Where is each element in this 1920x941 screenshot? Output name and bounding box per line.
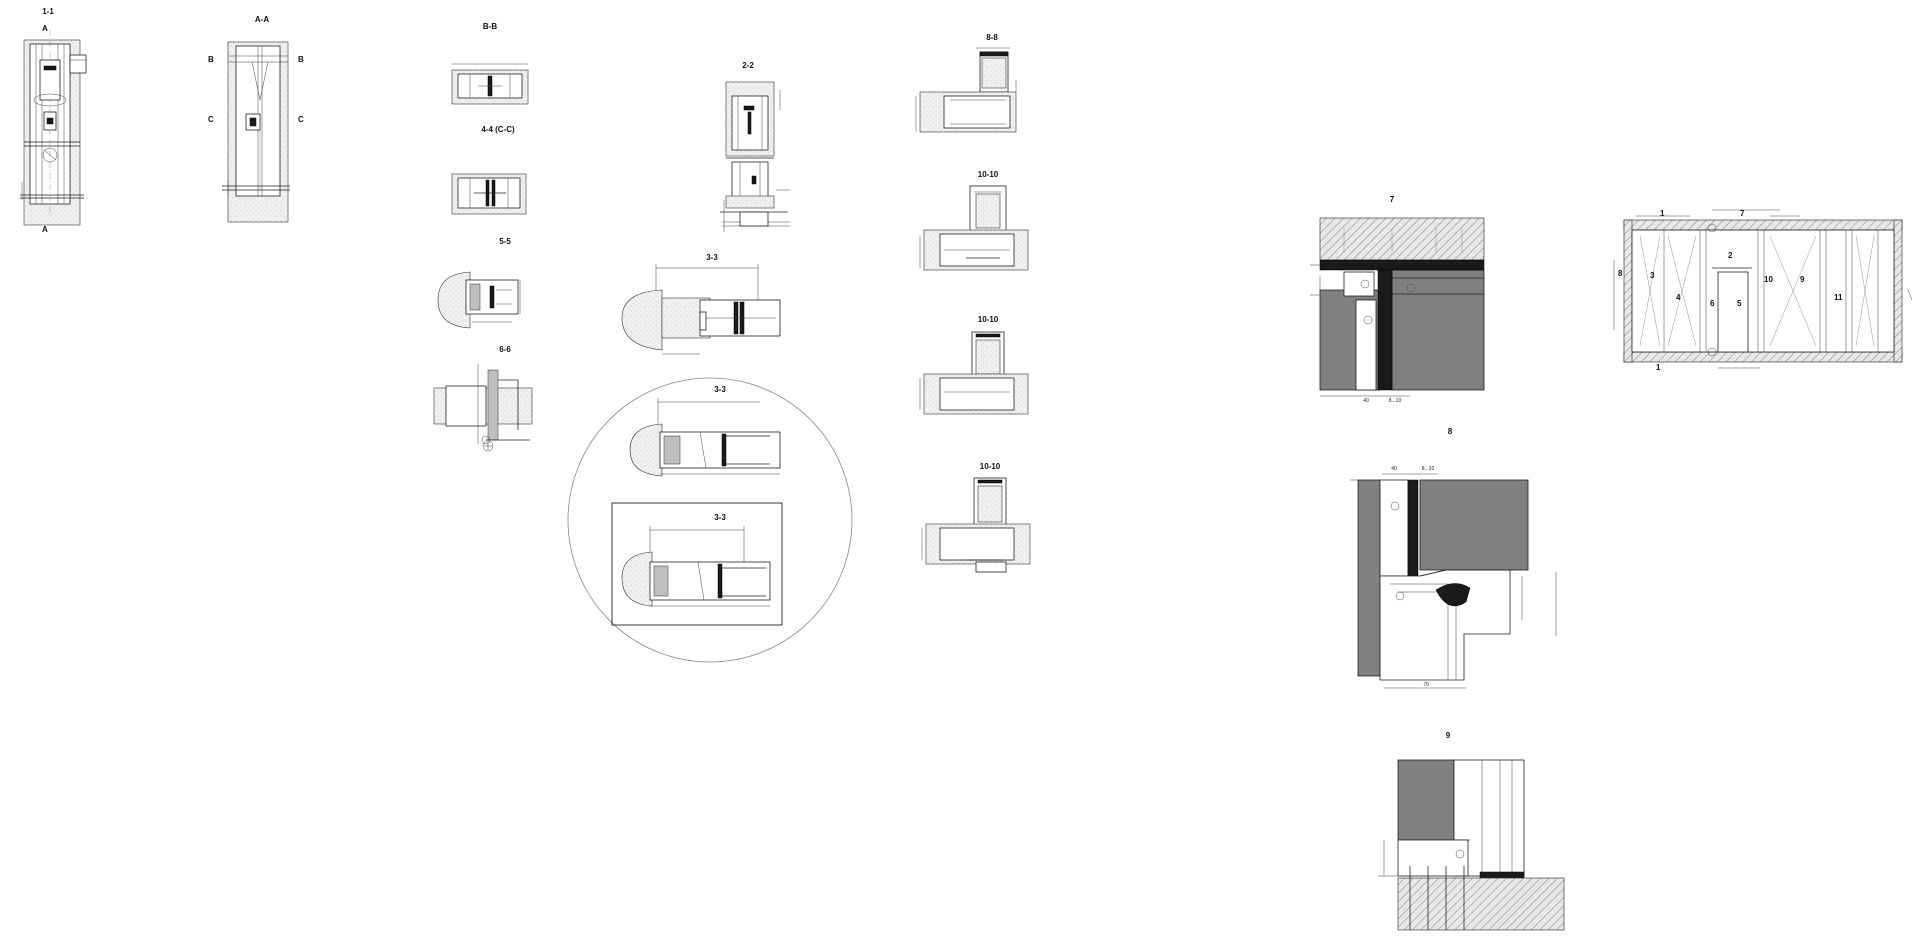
view-label: 10-10 <box>978 315 999 324</box>
callout: 1 <box>1660 209 1665 218</box>
view-label: 3-3 <box>714 513 726 522</box>
view-1-1: 1-1 A A <box>20 7 87 234</box>
callout: 3 <box>1650 271 1655 280</box>
view-10-10-b: 10-10 <box>919 315 1029 415</box>
section-marker: B <box>208 55 214 64</box>
view-6-6: 6-6 <box>433 345 533 452</box>
dimension: 40 <box>1363 398 1369 404</box>
view-B-B: B-B <box>451 22 529 105</box>
callout: 4 <box>1676 293 1681 302</box>
detail-label: 9 <box>1446 731 1451 740</box>
detail-7: 7 40 8...10 <box>1310 195 1485 404</box>
view-label: 3-3 <box>706 253 718 262</box>
view-label: 4-4 (C-C) <box>481 125 515 134</box>
view-label: 5-5 <box>499 237 511 246</box>
detail-9: 9 <box>1378 731 1565 931</box>
detail-circle: 3-3 3-3 <box>567 377 853 663</box>
view-label: B-B <box>483 22 497 31</box>
section-marker: C <box>298 115 304 124</box>
view-label: 3-3 <box>714 385 726 394</box>
dimension: 8...10 <box>1422 466 1435 472</box>
view-A-A: A-A B B C C <box>208 15 304 223</box>
view-8-8: 8-8 <box>915 33 1017 133</box>
view-3-3-upper: 3-3 <box>621 253 781 355</box>
view-2-2: 2-2 <box>720 61 790 232</box>
section-marker: C <box>208 115 214 124</box>
view-10-10-a: 10-10 <box>919 170 1029 271</box>
view-label: 10-10 <box>978 170 999 179</box>
callout: 10 <box>1764 275 1773 284</box>
callout: 2 <box>1728 251 1733 260</box>
callout: 6 <box>1710 299 1715 308</box>
detail-label: 8 <box>1448 427 1453 436</box>
view-label: 8-8 <box>986 33 998 42</box>
section-marker: A <box>42 24 48 33</box>
view-label: 6-6 <box>499 345 511 354</box>
section-marker: A <box>42 225 48 234</box>
dimension: 40 <box>1391 466 1397 472</box>
view-label: 2-2 <box>742 61 754 70</box>
dimension: 8...10 <box>1389 398 1402 404</box>
view-label: 1-1 <box>42 7 54 16</box>
callout: 8 <box>1618 269 1623 278</box>
callout: 7 <box>1740 209 1745 218</box>
detail-label: 7 <box>1390 195 1395 204</box>
view-4-4: 4-4 (C-C) <box>451 125 527 215</box>
view-10-10-c: 10-10 <box>921 462 1031 573</box>
callout: 9 <box>1800 275 1805 284</box>
view-label: A-A <box>255 15 269 24</box>
callout: 5 <box>1737 299 1742 308</box>
callout: 1 <box>1656 363 1661 372</box>
view-5-5: 5-5 <box>437 237 521 329</box>
callout: 11 <box>1834 293 1843 302</box>
plan-elevation: 1 1 2 3 4 5 6 7 8 9 10 11 <box>1613 209 1913 372</box>
section-marker: B <box>298 55 304 64</box>
dimension: 70 <box>1423 682 1429 688</box>
view-label: 10-10 <box>980 462 1001 471</box>
detail-8: 8 40 8...10 70 <box>1350 427 1557 689</box>
